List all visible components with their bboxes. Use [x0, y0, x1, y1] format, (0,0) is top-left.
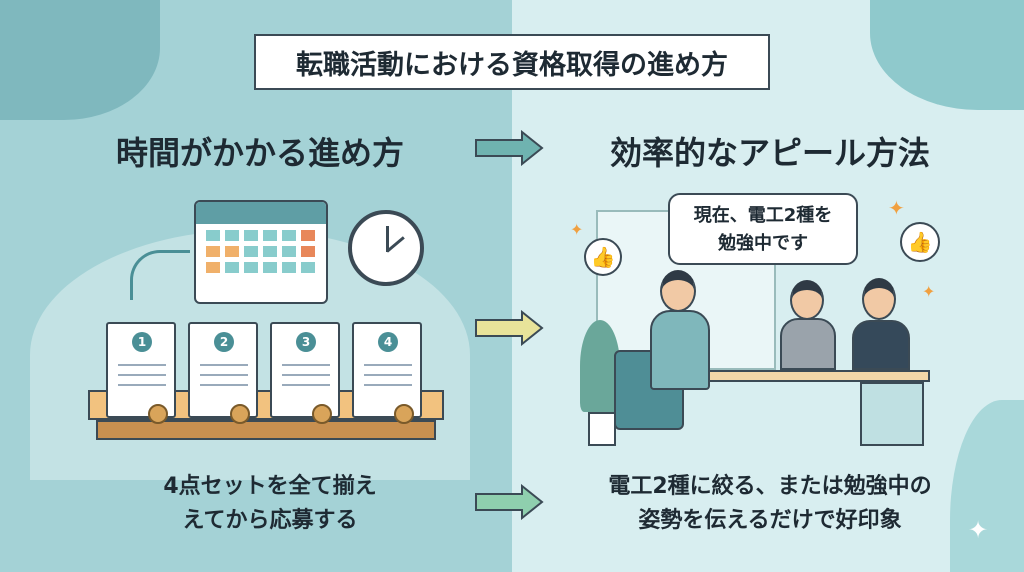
caption-line: 4点セットを全て揃え — [163, 474, 377, 499]
interviewer-man — [852, 320, 910, 370]
speech-line: 勉強中です — [718, 233, 808, 254]
document-2: 2 — [188, 322, 258, 424]
table-base — [96, 420, 436, 440]
ribbon-seal-icon — [230, 404, 250, 424]
document-4: 4 — [352, 322, 422, 424]
thumbs-up-icon: 👍 — [900, 222, 940, 262]
candidate-head — [660, 270, 696, 312]
sparkle-icon: ✦ — [888, 196, 905, 220]
left-heading: 時間がかかる進め方 — [115, 134, 404, 172]
ribbon-seal-icon — [394, 404, 414, 424]
thumbs-up-icon: 👍 — [584, 238, 622, 276]
document-number: 3 — [296, 332, 316, 352]
interviewer-woman — [780, 318, 836, 370]
arrow-right-icon — [475, 310, 544, 346]
right-caption: 電工2種に絞る、または勉強中の 姿勢を伝えるだけで好印象 — [560, 470, 980, 538]
desk-front — [860, 382, 924, 446]
cycle-arrow-icon — [130, 250, 190, 300]
speech-line: 現在、電工2種を — [693, 205, 833, 226]
document-3: 3 — [270, 322, 340, 424]
interviewer-woman-head — [790, 280, 824, 320]
right-heading: 効率的なアピール方法 — [609, 134, 930, 172]
plant-leaves — [580, 320, 620, 412]
candidate-person — [650, 310, 710, 390]
sparkle-icon: ✦ — [922, 282, 936, 301]
page-title: 転職活動における資格取得の進め方 — [296, 49, 728, 81]
speech-bubble: 現在、電工2種を 勉強中です — [668, 193, 858, 265]
ribbon-seal-icon — [312, 404, 332, 424]
caption-line: 姿勢を伝えるだけで好印象 — [638, 508, 902, 533]
caption-line: えてから応募する — [182, 508, 358, 533]
arrow-right-icon — [475, 130, 544, 166]
calendar-icon — [194, 200, 328, 304]
clock-icon — [348, 210, 424, 286]
title-banner: 転職活動における資格取得の進め方 — [234, 34, 790, 96]
arrow-right-icon — [475, 484, 544, 520]
desk — [684, 370, 930, 382]
document-number: 2 — [214, 332, 234, 352]
document-number: 1 — [132, 332, 152, 352]
caption-line: 電工2種に絞る、または勉強中の — [608, 474, 932, 499]
document-number: 4 — [378, 332, 398, 352]
sparkle-icon: ✦ — [570, 220, 584, 239]
sparkle-icon: ✦ — [968, 516, 989, 544]
left-caption: 4点セットを全て揃え えてから応募する — [90, 470, 450, 538]
chair — [614, 350, 684, 430]
plant-icon — [588, 412, 616, 446]
document-1: 1 — [106, 322, 176, 424]
interviewer-man-head — [862, 278, 896, 320]
ribbon-seal-icon — [148, 404, 168, 424]
